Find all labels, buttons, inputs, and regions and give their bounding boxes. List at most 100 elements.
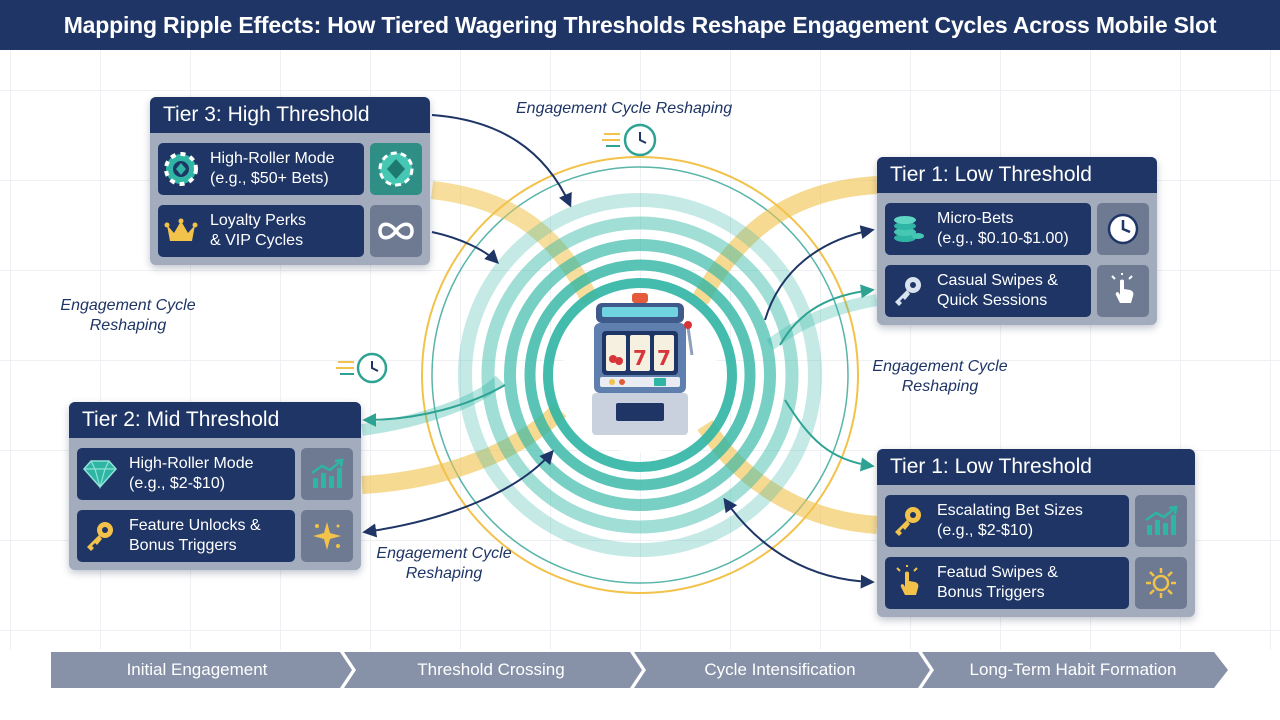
svg-text:7: 7 — [633, 346, 647, 370]
feature-line: Loyalty Perks — [210, 212, 307, 229]
tier3-feature-high-roller-text: High-Roller Mode (e.g., $50+ Bets) — [204, 149, 335, 189]
sun-icon — [1135, 557, 1187, 609]
tier1-bottom-feature-swipes: Featud Swipes & Bonus Triggers — [885, 557, 1129, 609]
growth-chart-icon — [301, 448, 353, 500]
key-icon — [885, 268, 931, 314]
tier1-bottom-card: Tier 1: Low Threshold Escalating Bet Siz… — [877, 449, 1195, 617]
cycle-label-bottom: Engagement Cycle Reshaping — [368, 544, 520, 584]
tier2-title: Tier 2: Mid Threshold — [82, 408, 280, 431]
fast-clock-icon — [602, 123, 657, 157]
tier1-top-feature-micro-bets: Micro-Bets (e.g., $0.10-$1.00) — [885, 203, 1091, 255]
tier1-top-card: Tier 1: Low Threshold Micro-Bets (e.g., … — [877, 157, 1157, 325]
tier1-bottom-feature-escalating: Escalating Bet Sizes (e.g., $2-$10) — [885, 495, 1129, 547]
feature-line: High-Roller Mode — [210, 150, 335, 167]
cycle-label-left: Engagement Cycle Reshaping — [52, 296, 204, 336]
tier3-feature-loyalty: Loyalty Perks & VIP Cycles — [158, 205, 364, 257]
tier2-header: Tier 2: Mid Threshold — [69, 402, 361, 438]
arrow-center-to-tier2 — [362, 449, 554, 538]
feature-line: High-Roller Mode — [129, 455, 254, 472]
tier2-feature-unlocks: Feature Unlocks & Bonus Triggers — [77, 510, 295, 562]
feature-line: (e.g., $0.10-$1.00) — [937, 230, 1069, 247]
key-icon — [885, 498, 931, 544]
tier1-bottom-title: Tier 1: Low Threshold — [890, 455, 1092, 478]
tier1-top-title: Tier 1: Low Threshold — [890, 163, 1092, 186]
fast-clock-icon — [336, 352, 388, 384]
title-bar: Mapping Ripple Effects: How Tiered Wager… — [0, 0, 1280, 50]
page-title: Mapping Ripple Effects: How Tiered Wager… — [63, 11, 1217, 38]
svg-text:7: 7 — [657, 346, 671, 370]
tier2-feature-high-roller: High-Roller Mode (e.g., $2-$10) — [77, 448, 295, 500]
ripple-ring — [458, 193, 822, 557]
teal-band-right — [766, 294, 879, 350]
arrow-tier3-to-ring — [431, 231, 499, 264]
arrow-tier3-to-center — [431, 114, 572, 208]
growth-chart-icon — [1135, 495, 1187, 547]
cycle-label-line: Reshaping — [89, 317, 167, 334]
feature-line: Feature Unlocks & — [129, 517, 261, 534]
feature-line: Bonus Triggers — [129, 537, 237, 554]
tier3-card: Tier 3: High Threshold High-Roller Mode … — [150, 97, 430, 265]
cycle-label-line: Engagement Cycle — [60, 297, 196, 314]
feature-line: (e.g., $2-$10) — [129, 475, 226, 492]
ripple-ring — [524, 259, 756, 491]
tier1-top-feature-casual-swipes: Casual Swipes & Quick Sessions — [885, 265, 1091, 317]
ripple-ring — [543, 278, 737, 472]
tier1-top-feature-micro-bets-text: Micro-Bets (e.g., $0.10-$1.00) — [931, 209, 1069, 249]
clock-icon — [1097, 203, 1149, 255]
cycle-label-line: Engagement Cycle — [376, 545, 512, 562]
feature-line: (e.g., $50+ Bets) — [210, 170, 329, 187]
stage-long-term-habit: Long-Term Habit Formation — [969, 660, 1177, 679]
tier2-feature-high-roller-text: High-Roller Mode (e.g., $2-$10) — [123, 454, 254, 494]
feature-line: (e.g., $2-$10) — [937, 522, 1034, 539]
stage-initial-engagement: Initial Engagement — [126, 660, 268, 679]
cycle-label-right: Engagement Cycle Reshaping — [864, 357, 1016, 397]
tap-hand-icon — [1097, 265, 1149, 317]
tier1-bottom-feature-escalating-text: Escalating Bet Sizes (e.g., $2-$10) — [931, 501, 1083, 541]
stage-chevron-3 — [634, 652, 930, 688]
slot-machine-icon: 7 7 — [592, 293, 694, 435]
arrow-tier1-bottom-loop — [723, 497, 875, 589]
crown-icon — [158, 208, 204, 254]
key-icon — [77, 513, 123, 559]
infinity-icon — [370, 205, 422, 257]
tier1-bottom-feature-swipes-text: Featud Swipes & Bonus Triggers — [931, 563, 1058, 603]
feature-line: Quick Sessions — [937, 292, 1048, 309]
ripple-ring — [481, 216, 799, 534]
tier3-feature-high-roller: High-Roller Mode (e.g., $50+ Bets) — [158, 143, 364, 195]
tap-hand-icon — [885, 560, 931, 606]
stage-chevron-1 — [51, 652, 352, 688]
cycle-label-text: Engagement Cycle Reshaping — [516, 100, 733, 117]
poker-chip-icon — [158, 146, 204, 192]
cycle-label-top: Engagement Cycle Reshaping — [516, 99, 732, 119]
tier1-top-feature-casual-swipes-text: Casual Swipes & Quick Sessions — [931, 271, 1058, 311]
outer-ring-gold — [421, 156, 859, 594]
cycle-label-line: Reshaping — [901, 378, 979, 395]
feature-line: Bonus Triggers — [937, 584, 1045, 601]
arrow-center-to-tier1-top-2 — [779, 284, 875, 346]
stage-threshold-crossing: Threshold Crossing — [417, 660, 565, 679]
feature-line: Micro-Bets — [937, 210, 1014, 227]
ripple-ring — [504, 239, 776, 511]
stage-chevron-2 — [344, 652, 642, 688]
arrow-ring-to-tier2 — [362, 384, 506, 427]
teal-chip-icon — [370, 143, 422, 195]
arrow-center-to-tier1-top — [764, 225, 875, 321]
arrow-center-to-tier1-bottom — [784, 399, 875, 472]
tier2-feature-unlocks-text: Feature Unlocks & Bonus Triggers — [123, 516, 261, 556]
stage-chevron-4 — [922, 652, 1228, 688]
stage-cycle-intensification: Cycle Intensification — [704, 660, 856, 679]
tier3-header: Tier 3: High Threshold — [150, 97, 430, 133]
feature-line: Escalating Bet Sizes — [937, 502, 1083, 519]
outer-ring-teal — [431, 166, 849, 584]
cycle-label-line: Reshaping — [405, 565, 483, 582]
tier1-bottom-header: Tier 1: Low Threshold — [877, 449, 1195, 485]
sparkle-icon — [301, 510, 353, 562]
feature-line: Featud Swipes & — [937, 564, 1058, 581]
tier1-top-header: Tier 1: Low Threshold — [877, 157, 1157, 193]
diamond-icon — [77, 451, 123, 497]
tier3-feature-loyalty-text: Loyalty Perks & VIP Cycles — [204, 211, 306, 251]
feature-line: & VIP Cycles — [210, 232, 304, 249]
tier2-card: Tier 2: Mid Threshold High-Roller Mode (… — [69, 402, 361, 570]
